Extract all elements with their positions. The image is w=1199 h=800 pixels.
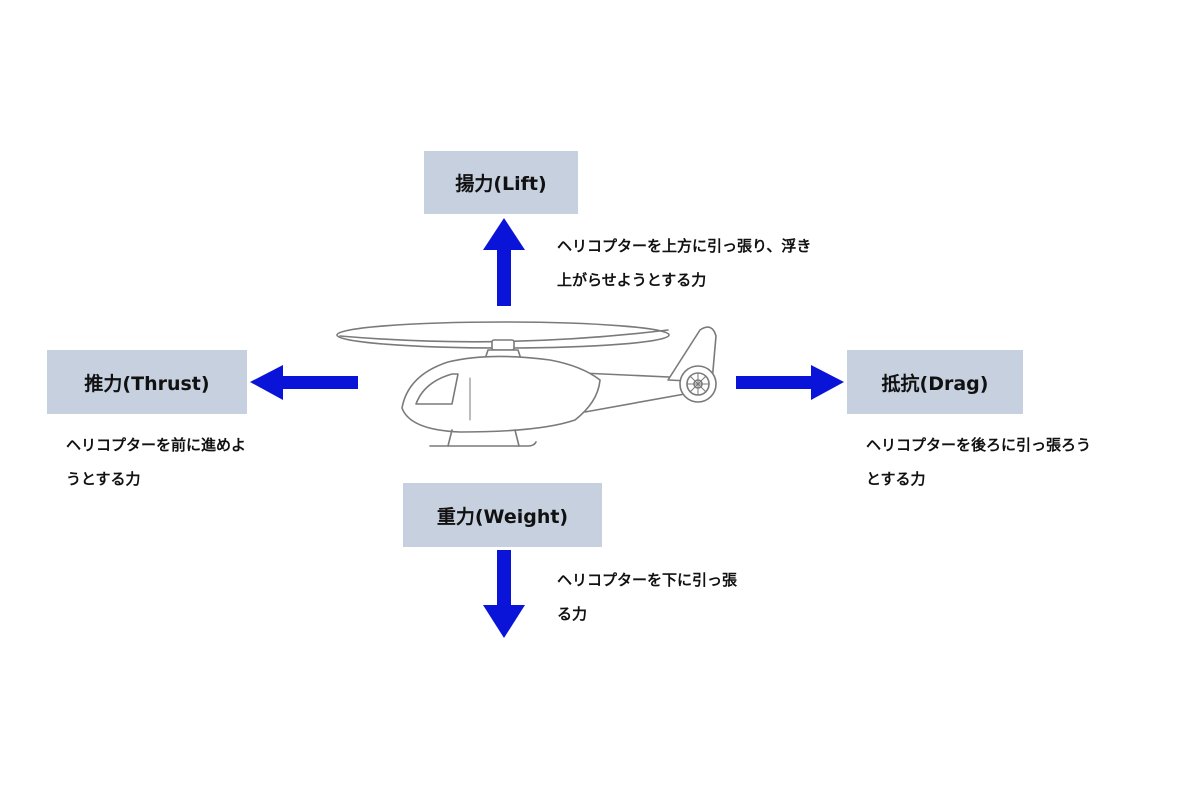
weight-label-box: 重力(Weight): [403, 483, 602, 547]
lift-label: 揚力(Lift): [455, 173, 547, 195]
drag-label-box: 抵抗(Drag): [847, 350, 1023, 414]
arrow-down-icon: [483, 550, 525, 638]
arrow-up-icon: [483, 218, 525, 306]
weight-description: ヘリコプターを下に引っ張 る力: [557, 563, 737, 631]
lift-description: ヘリコプターを上方に引っ張り、浮き 上がらせようとする力: [557, 229, 811, 297]
weight-label: 重力(Weight): [436, 505, 569, 528]
weight-description-line-2: る力: [557, 605, 588, 623]
arrow-right-icon: [736, 365, 844, 400]
helicopter-icon: [336, 321, 717, 447]
drag-description-line-1: ヘリコプターを後ろに引っ張ろう: [866, 436, 1092, 454]
lift-label-box: 揚力(Lift): [424, 151, 578, 214]
arrow-left-icon: [250, 365, 358, 400]
thrust-description-line-2: うとする力: [66, 470, 141, 488]
thrust-description: ヘリコプターを前に進めよ うとする力: [66, 428, 246, 496]
drag-label: 抵抗(Drag): [881, 372, 989, 395]
lift-description-line-1: ヘリコプターを上方に引っ張り、浮き: [557, 237, 812, 255]
thrust-label-box: 推力(Thrust): [47, 350, 247, 414]
thrust-label: 推力(Thrust): [84, 372, 210, 395]
thrust-description-line-1: ヘリコプターを前に進めよ: [66, 436, 247, 454]
weight-description-line-1: ヘリコプターを下に引っ張: [557, 571, 738, 589]
drag-description: ヘリコプターを後ろに引っ張ろう とする力: [866, 428, 1091, 496]
drag-description-line-2: とする力: [866, 470, 926, 488]
lift-description-line-2: 上がらせようとする力: [557, 271, 707, 289]
